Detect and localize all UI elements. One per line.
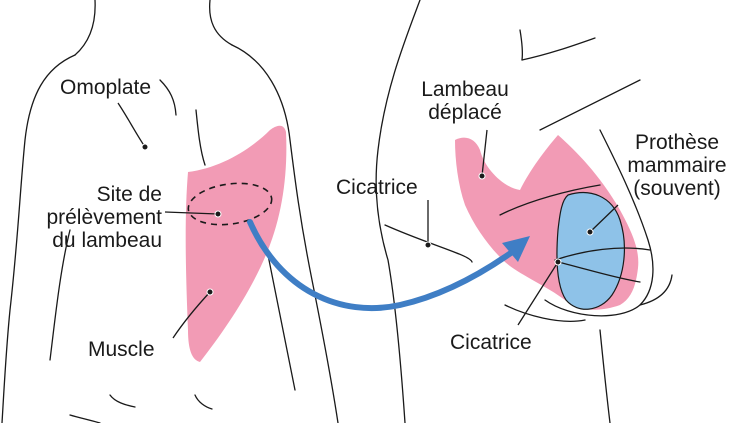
label-displaced-flap: Lambeau déplacé bbox=[405, 78, 525, 124]
label-prosthesis: Prothèse mammaire (souvent) bbox=[608, 131, 746, 200]
label-cicatrice-left: Cicatrice bbox=[336, 176, 418, 199]
label-muscle: Muscle bbox=[88, 338, 155, 361]
label-donor-site: Site de prélèvement du lambeau bbox=[2, 183, 162, 252]
label-omoplate: Omoplate bbox=[60, 76, 151, 99]
transfer-arrow bbox=[250, 222, 515, 308]
muscle-shape bbox=[186, 126, 287, 362]
label-cicatrice-right: Cicatrice bbox=[450, 331, 532, 354]
leader-omoplate bbox=[118, 103, 148, 150]
